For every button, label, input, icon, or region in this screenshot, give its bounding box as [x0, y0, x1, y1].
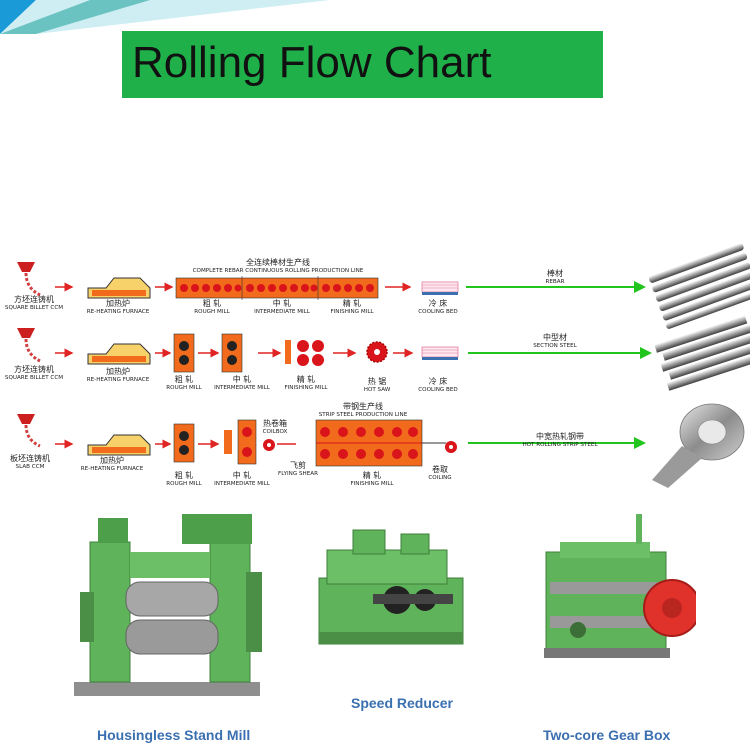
row2-caster-icon [17, 328, 41, 363]
row1-furnace-icon [87, 277, 151, 299]
row1-cooling-bed-icon [421, 281, 459, 295]
flow-diagram [17, 243, 750, 488]
row1-rebar-product-image [648, 243, 750, 329]
row2-intermediate-mill-icon [221, 333, 243, 373]
row2-finishing-mill-icon [285, 340, 324, 366]
row3-strip-coil-product-image [652, 403, 745, 488]
row3-finishing-mill-train [315, 419, 423, 467]
row2-furnace-icon [87, 343, 151, 365]
page-title: Rolling Flow Chart [132, 38, 492, 87]
row1-mill-train [175, 276, 379, 300]
row3-intermediate-mill-icon [224, 419, 257, 465]
row2-rough-mill-icon [173, 333, 195, 373]
row3-caster-icon [17, 414, 41, 448]
row3-furnace-icon [87, 434, 151, 456]
row3-coilbox-icon [263, 439, 275, 451]
speed-reducer-caption: Speed Reducer [351, 695, 453, 711]
row1-caster-icon [17, 262, 41, 297]
row2-section-steel-product-image [654, 315, 750, 391]
corner-decoration [0, 0, 330, 34]
two-core-gear-box-caption: Two-core Gear Box [543, 727, 671, 743]
row2-hot-saw-icon [366, 341, 388, 363]
housingless-stand-mill-caption: Housingless Stand Mill [97, 727, 251, 743]
title-banner: Rolling Flow Chart [122, 31, 603, 98]
speed-reducer-image [318, 529, 464, 645]
two-core-gear-box-image [544, 514, 696, 658]
row3-rough-mill-icon [173, 423, 195, 463]
row2-cooling-bed-icon [421, 346, 459, 360]
row3-coiler-icon [445, 441, 457, 453]
housingless-stand-mill-image [74, 514, 262, 696]
